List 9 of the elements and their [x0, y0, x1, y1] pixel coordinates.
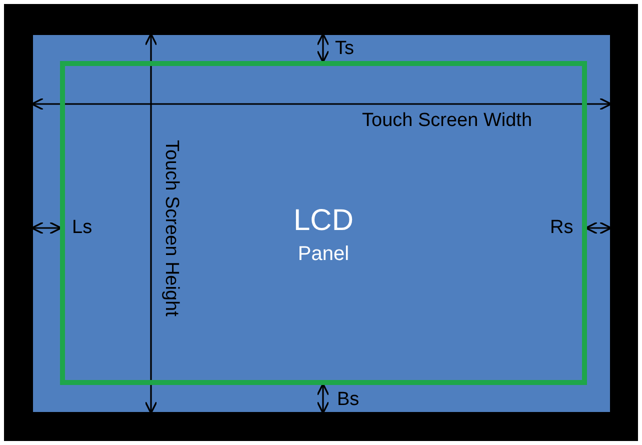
dimension-label: Touch Screen Width [362, 110, 532, 132]
panel-subtitle: Panel [298, 242, 350, 266]
dimension-label: Ts [335, 38, 354, 60]
dimension-label: Ls [72, 217, 92, 239]
dimension-label: Bs [337, 389, 360, 411]
panel-title: LCD [294, 204, 354, 238]
lcd-panel-outline [60, 61, 587, 385]
dimension-label: Touch Screen Height [160, 140, 182, 316]
dimension-label: Rs [550, 217, 574, 239]
